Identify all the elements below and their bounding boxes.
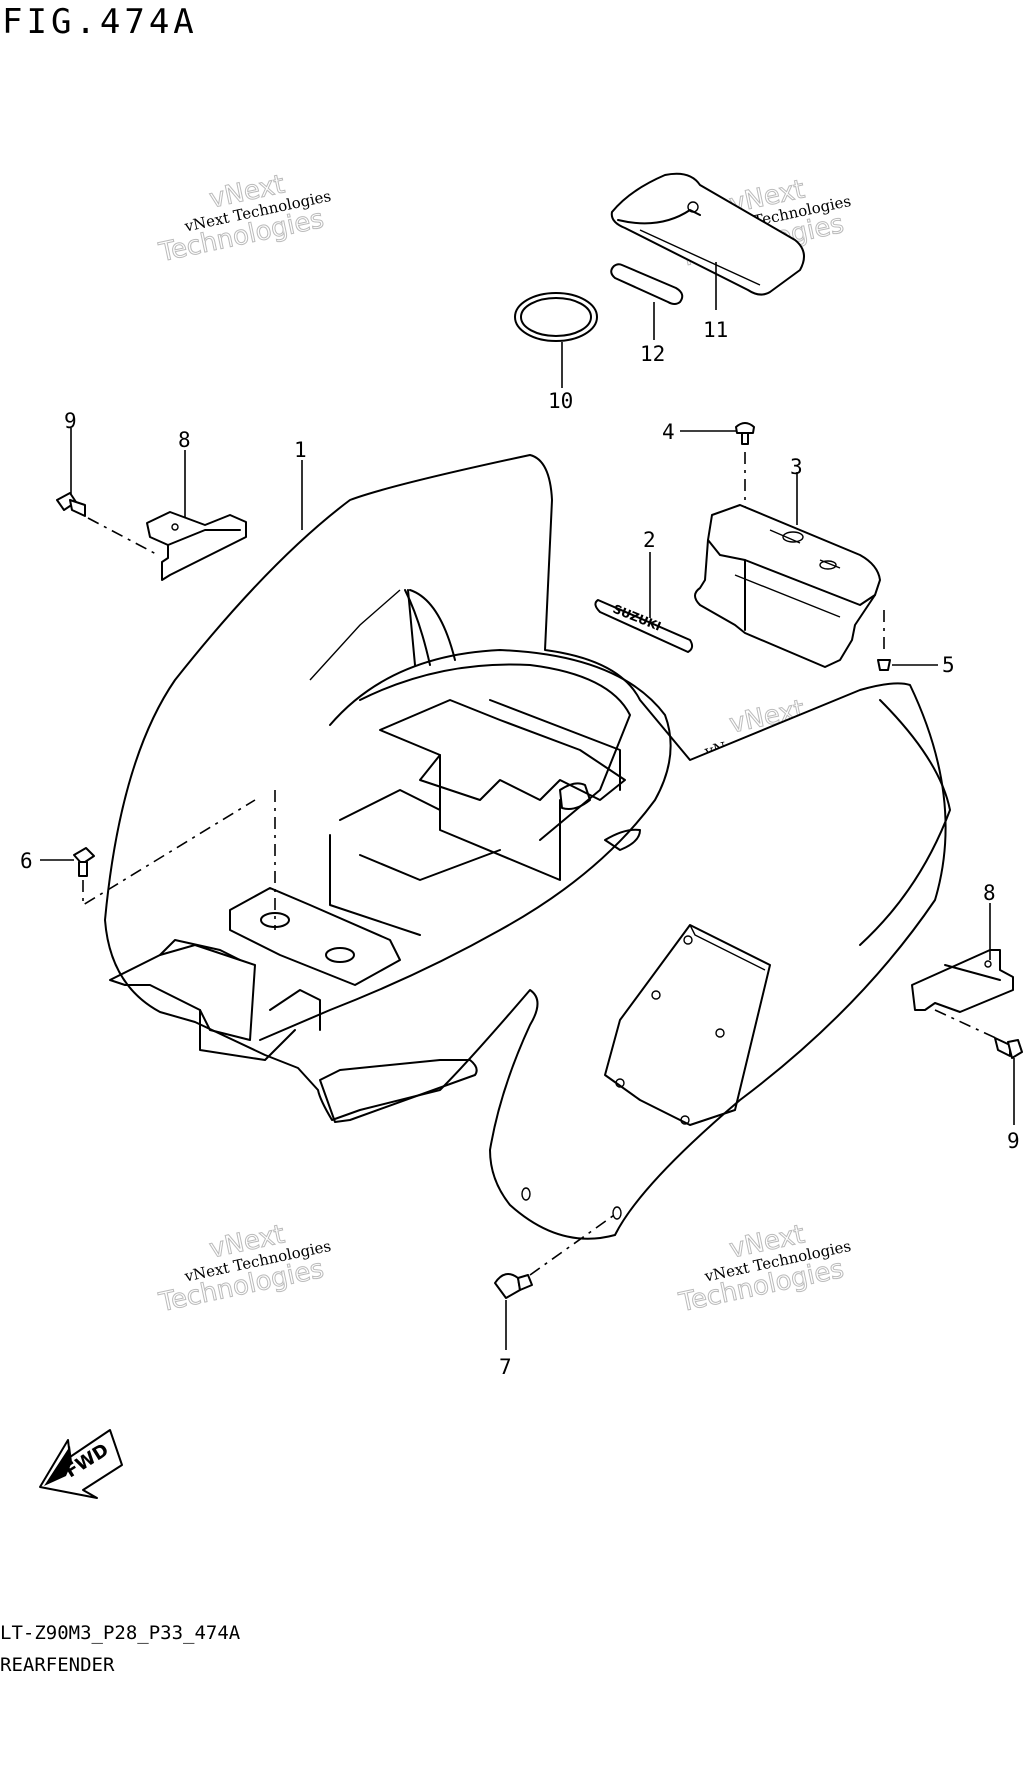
part-5-screw: 5 — [877, 610, 955, 677]
part-9-bolt-left: 9 — [56, 409, 159, 556]
figure-title: FIG.474A — [2, 2, 198, 42]
svg-text:10: 10 — [548, 389, 573, 413]
part-7-clip: 7 — [494, 1212, 618, 1379]
svg-text:1: 1 — [294, 438, 307, 462]
part-3-storage-box: 3 — [694, 455, 881, 668]
part-1-rear-fender: 1 — [104, 438, 951, 1240]
svg-text:3: 3 — [790, 455, 803, 479]
part-4-screw: 4 — [662, 420, 755, 575]
footer-name: REARFENDER — [0, 1654, 115, 1676]
svg-text:9: 9 — [1007, 1129, 1020, 1153]
watermark-5: vNext vNext Technologies Technologies — [155, 1219, 332, 1319]
svg-text:8: 8 — [983, 881, 996, 905]
part-11-tool-bag: 11 — [610, 172, 805, 342]
watermark-6: vNext vNext Technologies Technologies — [675, 1219, 852, 1319]
svg-text:6: 6 — [20, 849, 33, 873]
part-9-bolt-right: 9 — [934, 1009, 1023, 1153]
watermark-1: vNext vNext Technologies Technologies — [155, 169, 332, 269]
svg-text:7: 7 — [499, 1355, 512, 1379]
svg-text:8: 8 — [178, 428, 191, 452]
svg-text:11: 11 — [703, 318, 728, 342]
svg-text:2: 2 — [643, 528, 656, 552]
svg-text:9: 9 — [64, 409, 77, 433]
part-8-bracket-left: 8 — [146, 428, 247, 581]
svg-text:4: 4 — [662, 420, 675, 444]
part-2-emblem: SUZUKI 2 — [594, 528, 694, 653]
part-10-ring: 10 — [514, 292, 598, 413]
part-12-pin: 12 — [610, 263, 684, 366]
svg-text:12: 12 — [640, 342, 665, 366]
part-6-bolt: 6 — [20, 790, 276, 930]
footer-code: LT-Z90M3_P28_P33_474A — [0, 1622, 241, 1644]
fwd-arrow-icon: FWD — [39, 1429, 123, 1499]
part-8-bracket-right: 8 — [911, 881, 1014, 1013]
svg-text:5: 5 — [942, 653, 955, 677]
